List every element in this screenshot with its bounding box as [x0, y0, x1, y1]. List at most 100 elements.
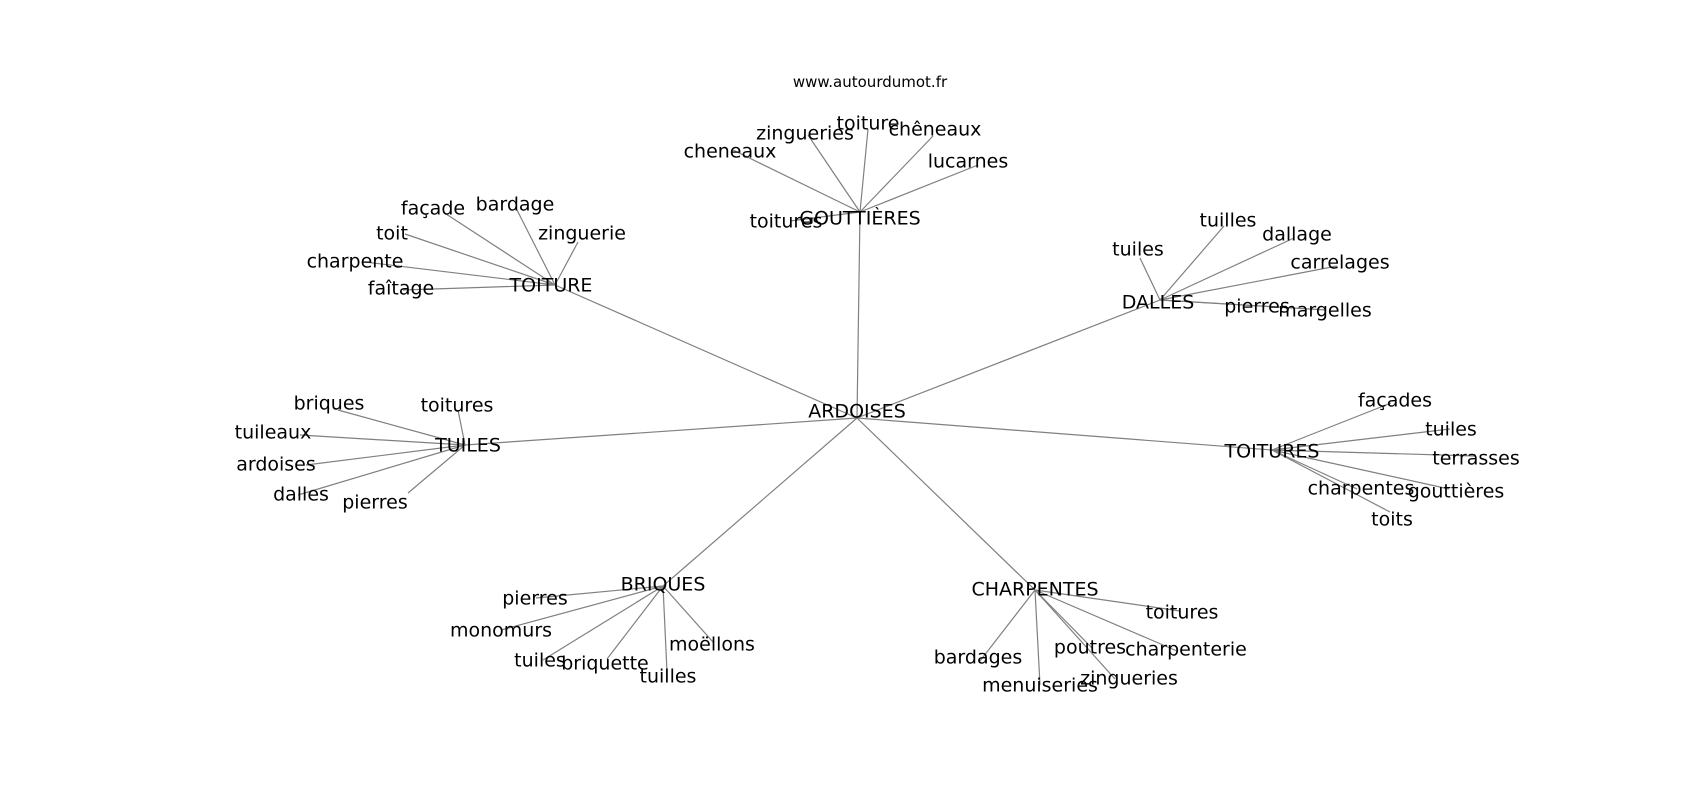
leaf-node-label: tuilles — [1200, 210, 1257, 232]
edge-branch-to-leaf — [1271, 449, 1476, 457]
labels-layer: ARDOISESGOUTTIÈREScheneauxzingueriestoit… — [235, 113, 1520, 697]
leaf-node-label: ardoises — [236, 454, 316, 476]
leaf-node-label: terrasses — [1432, 448, 1519, 470]
edge-branch-to-leaf — [516, 209, 556, 286]
edge-branch-to-leaf — [859, 128, 869, 213]
edge-branch-to-leaf — [297, 444, 466, 496]
leaf-node-label: bardages — [934, 647, 1023, 669]
edge-branch-to-leaf — [407, 444, 466, 494]
edge-branch-to-leaf — [1271, 402, 1392, 451]
edge-branch-to-leaf — [1034, 589, 1116, 680]
edge-branch-to-leaf — [500, 585, 664, 631]
leaf-node-label: dalles — [273, 484, 329, 506]
leaf-node-label: menuiseries — [982, 675, 1098, 697]
leaf-node-label: zinguerie — [538, 223, 626, 245]
edge-branch-to-leaf — [364, 261, 556, 286]
edge-branch-to-leaf — [789, 211, 861, 222]
edge-branch-to-leaf — [662, 585, 714, 643]
edge-branch-to-leaf — [402, 284, 556, 291]
edge-branch-to-leaf — [1034, 589, 1041, 686]
edge-branch-to-leaf — [1034, 589, 1178, 652]
edge-branch-to-leaf — [554, 241, 579, 286]
branch-node-label: TOITURE — [509, 275, 593, 297]
source-credit: www.autourdumot.fr — [793, 73, 948, 91]
edge-branch-to-leaf — [1159, 299, 1327, 311]
leaf-node-label: gouttières — [1408, 481, 1505, 503]
edge-branch-to-leaf — [1271, 428, 1451, 451]
edge-branch-to-leaf — [1271, 449, 1450, 490]
edge-branch-to-leaf — [979, 589, 1036, 662]
edge-center-to-branch — [662, 417, 858, 587]
leaf-node-label: briquette — [561, 653, 649, 675]
leaf-node-label: façade — [401, 198, 465, 220]
leaf-node-label: carrelages — [1290, 252, 1389, 274]
edge-branch-to-leaf — [1139, 257, 1161, 301]
edge-branch-to-leaf — [457, 409, 466, 446]
leaf-node-label: zingueries — [1080, 668, 1178, 690]
branch-node-label: DALLES — [1122, 292, 1195, 314]
leaf-node-label: tuilles — [640, 666, 697, 688]
edge-branch-to-leaf — [606, 585, 664, 660]
leaf-node-label: cheneaux — [684, 141, 777, 163]
center-node-label: ARDOISES — [808, 401, 906, 423]
edge-center-to-branch — [856, 211, 861, 419]
leaf-node-label: toiture — [837, 113, 900, 135]
leaf-node-label: tuiles — [514, 650, 566, 672]
edges-layer — [297, 128, 1476, 686]
leaf-node-label: faîtage — [368, 278, 434, 300]
leaf-node-label: briques — [294, 393, 365, 415]
edge-center-to-branch — [856, 299, 1161, 419]
edge-center-to-branch — [856, 417, 1036, 591]
leaf-node-label: monomurs — [450, 620, 552, 642]
edge-branch-to-leaf — [732, 149, 861, 213]
branch-node-label: CHARPENTES — [971, 579, 1098, 601]
edge-branch-to-leaf — [442, 211, 556, 286]
leaf-node-label: tuiles — [1112, 239, 1164, 261]
leaf-node-label: toitures — [1146, 602, 1219, 624]
edge-branch-to-leaf — [1159, 225, 1225, 301]
leaf-node-label: pierres — [342, 492, 408, 514]
leaf-node-label: toitures — [421, 395, 494, 417]
leaf-node-label: zingueries — [756, 123, 854, 145]
edge-branch-to-leaf — [542, 585, 664, 661]
edge-branch-to-leaf — [299, 434, 466, 446]
edge-center-to-branch — [554, 284, 858, 419]
leaf-node-label: lucarnes — [928, 151, 1009, 173]
edge-center-to-branch — [856, 417, 1273, 451]
edge-branch-to-leaf — [1271, 449, 1358, 490]
leaf-node-label: margelles — [1278, 300, 1372, 322]
branch-node-label: TUILES — [434, 435, 501, 457]
edge-branch-to-leaf — [404, 233, 556, 286]
edge-branch-to-leaf — [1159, 237, 1295, 301]
leaf-node-label: toit — [376, 223, 408, 245]
leaf-node-label: tuiles — [1425, 419, 1477, 441]
edge-branch-to-leaf — [337, 409, 466, 446]
edge-branch-to-leaf — [807, 134, 861, 213]
edge-branch-to-leaf — [1034, 589, 1093, 649]
edge-branch-to-leaf — [1159, 265, 1338, 301]
edge-branch-to-leaf — [1271, 449, 1391, 513]
edge-branch-to-leaf — [305, 444, 466, 466]
leaf-node-label: poutres — [1054, 637, 1126, 659]
leaf-node-label: façades — [1358, 390, 1432, 412]
leaf-node-label: pierres — [502, 588, 568, 610]
leaf-node-label: charpente — [307, 251, 404, 273]
branch-node-label: GOUTTIÈRES — [799, 207, 920, 230]
leaf-node-label: toitures — [750, 211, 823, 233]
branch-node-label: TOITURES — [1224, 441, 1320, 463]
leaf-node-label: toits — [1371, 509, 1413, 531]
edge-branch-to-leaf — [662, 585, 668, 673]
edge-branch-to-leaf — [1034, 589, 1181, 612]
leaf-node-label: pierres — [1224, 296, 1290, 318]
leaf-node-label: bardage — [476, 194, 555, 216]
leaf-node-label: chêneaux — [889, 119, 982, 141]
leaf-node-label: charpenterie — [1125, 639, 1247, 661]
edge-branch-to-leaf — [535, 585, 664, 599]
leaf-node-label: moëllons — [669, 634, 755, 656]
edge-center-to-branch — [464, 417, 858, 446]
leaf-node-label: tuileaux — [235, 422, 312, 444]
leaf-node-label: dallage — [1262, 224, 1332, 246]
leaf-node-label: charpentes — [1308, 478, 1415, 500]
edge-branch-to-leaf — [859, 135, 934, 213]
